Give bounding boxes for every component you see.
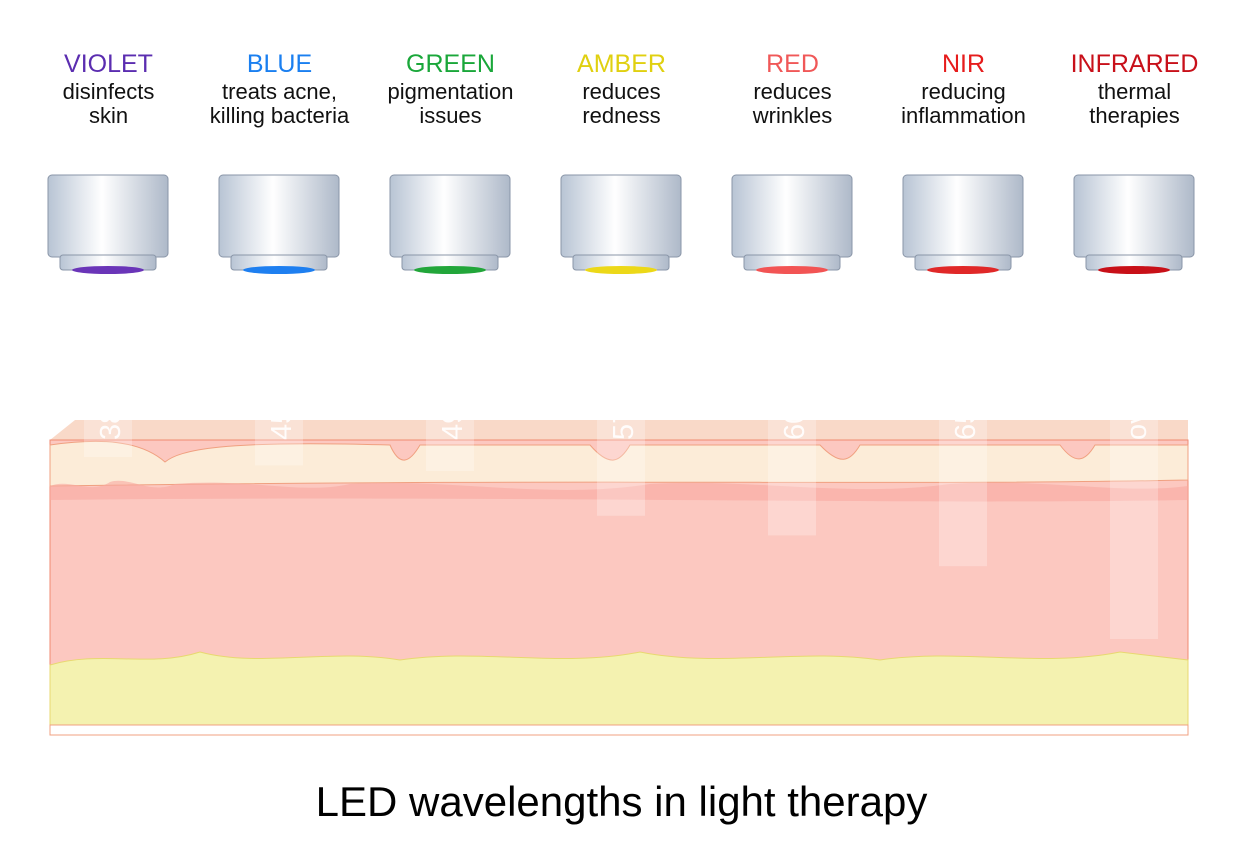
effect-line-1: disinfects [62,79,155,104]
wavelength-label-amber: AMBER reduces redness [536,48,707,128]
color-name: BLUE [246,50,313,78]
diagram-title: LED wavelengths in light therapy [315,778,928,825]
wavelength-label-violet: VIOLET disinfects skin [23,48,194,128]
wavelength-label-infrared: INFRARED thermal therapies [1049,48,1220,128]
device-cap [218,174,340,258]
effect-line-2: redness [582,103,661,128]
device-cap [560,174,682,258]
effect-line-2: wrinkles [752,103,833,128]
led-device-infrared: over 950nm [1073,174,1195,664]
effect-line-2: killing bacteria [209,103,350,128]
wavelength-range: 450-495nm [266,293,298,440]
light-beam [756,268,828,561]
color-name: VIOLET [64,50,153,78]
light-beam [243,268,315,491]
wavelength-range: 380-450nm [95,293,127,440]
led-device-red: 600-650nm [731,174,853,561]
led-device-amber: 570-600nm [560,174,682,541]
effect-line-2: therapies [1089,103,1180,128]
wavelength-range: over 950nm [1121,287,1153,440]
wavelength-range: 495-570nm [437,293,469,440]
effect-line-1: pigmentation [387,79,514,104]
device-cap [1073,174,1195,258]
effect-line-1: reduces [753,79,832,104]
led-device-violet: 380-450nm [47,174,169,482]
wavelength-label-nir: NIR reducing inflammation [878,48,1049,128]
light-beam [414,268,486,496]
effect-line-2: inflammation [901,103,1026,128]
led-device-green: 495-570nm [389,174,511,496]
color-name: INFRARED [1070,50,1199,78]
effect-line-2: skin [88,103,129,128]
wavelength-label-red: RED reduces wrinkles [707,48,878,128]
device-cap [731,174,853,258]
color-name: AMBER [577,50,666,78]
effect-line-1: thermal [1097,79,1172,104]
color-name: GREEN [406,50,495,78]
light-beam [1098,268,1170,664]
effect-line-2: issues [419,103,482,128]
effect-line-1: reducing [921,79,1006,104]
effect-line-1: reduces [582,79,661,104]
wavelength-range: 650-950nm [950,293,982,440]
effect-line-1: treats acne, [222,79,337,104]
device-cap [902,174,1024,258]
wavelength-range: 570-600nm [608,293,640,440]
device-cap [47,174,169,258]
color-name: RED [766,50,819,78]
wavelength-label-green: GREEN pigmentation issues [365,48,536,128]
light-beam [585,268,657,541]
wavelength-range: 600-650nm [779,293,811,440]
device-cap [389,174,511,258]
color-name: NIR [941,50,986,78]
light-beam [72,268,144,482]
led-device-nir: 650-950nm [902,174,1024,592]
wavelength-label-blue: BLUE treats acne, killing bacteria [194,48,365,128]
light-beam [927,268,999,592]
led-device-blue: 450-495nm [218,174,340,491]
